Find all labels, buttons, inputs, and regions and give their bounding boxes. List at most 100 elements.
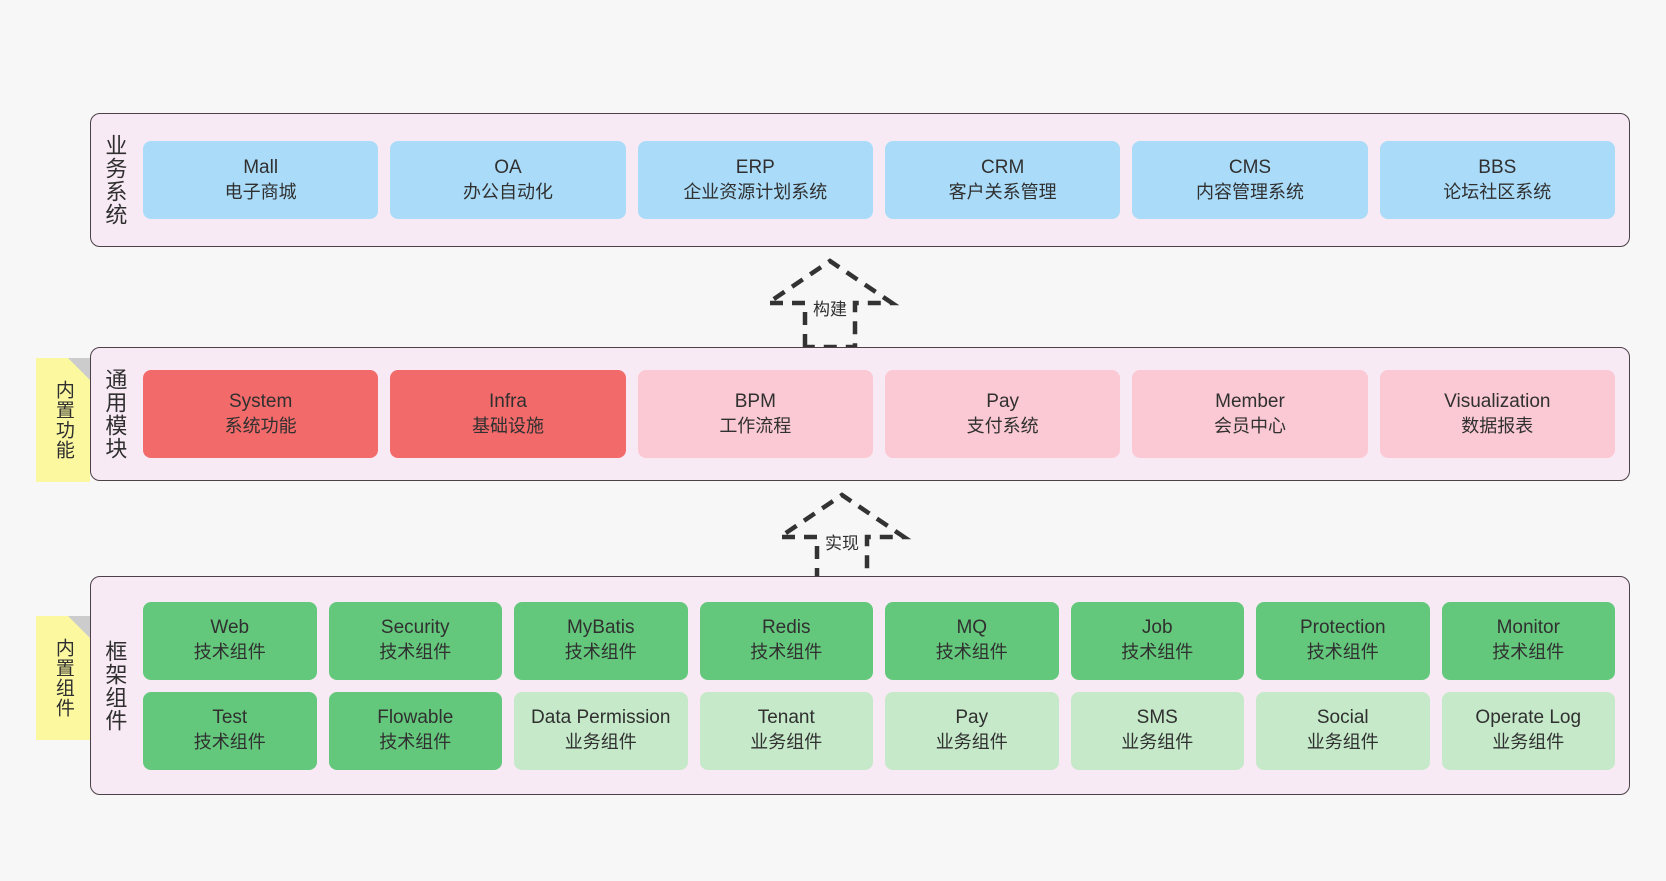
card-title-en: Job — [1141, 617, 1173, 639]
note-label: 内置组件 — [52, 638, 74, 718]
layer-common-modules: 通用模块 System 系统功能 Infra 基础设施 BPM 工作流程 Pay… — [90, 347, 1630, 481]
note-fold-icon — [68, 358, 90, 380]
card-title-cn: 业务组件 — [750, 732, 823, 753]
layer-title-framework-components: 框架组件 — [102, 639, 128, 732]
card-title-cn: 论坛社区系统 — [1443, 181, 1552, 202]
card-mall[interactable]: Mall 电子商城 — [143, 141, 379, 219]
framework-row-business: Test 技术组件 Flowable 技术组件 Data Permission … — [143, 691, 1615, 770]
card-title-cn: 业务组件 — [935, 732, 1008, 753]
card-title-en: Operate Log — [1475, 707, 1582, 729]
card-pay-component[interactable]: Pay 业务组件 — [885, 691, 1059, 770]
card-title-cn: 业务组件 — [1492, 732, 1565, 753]
card-redis[interactable]: Redis 技术组件 — [699, 601, 873, 680]
card-mybatis[interactable]: MyBatis 技术组件 — [514, 601, 688, 680]
note-builtin-components: 内置组件 — [36, 616, 90, 740]
card-web[interactable]: Web 技术组件 — [143, 601, 317, 680]
card-title-en: Visualization — [1444, 390, 1551, 412]
card-title-en: Data Permission — [531, 707, 671, 729]
card-member[interactable]: Member 会员中心 — [1132, 370, 1368, 458]
card-title-cn: 技术组件 — [935, 642, 1008, 663]
note-label: 内置功能 — [52, 380, 74, 460]
card-title-en: Infra — [488, 390, 527, 412]
card-title-en: CRM — [981, 156, 1025, 178]
card-title-cn: 内容管理系统 — [1195, 181, 1304, 202]
card-title-cn: 技术组件 — [564, 642, 637, 663]
card-title-cn: 业务组件 — [1121, 732, 1194, 753]
card-title-cn: 技术组件 — [1492, 642, 1565, 663]
card-title-cn: 办公自动化 — [462, 181, 553, 202]
card-bpm[interactable]: BPM 工作流程 — [637, 370, 873, 458]
card-title-en: Test — [212, 707, 248, 729]
card-title-en: Protection — [1299, 617, 1386, 639]
card-title-cn: 技术组件 — [379, 732, 452, 753]
card-title-cn: 基础设施 — [471, 415, 544, 436]
card-operate-log[interactable]: Operate Log 业务组件 — [1441, 691, 1615, 770]
note-builtin-features: 内置功能 — [36, 358, 90, 482]
card-crm[interactable]: CRM 客户关系管理 — [884, 141, 1121, 219]
card-pay-module[interactable]: Pay 支付系统 — [884, 370, 1121, 458]
card-cms[interactable]: CMS 内容管理系统 — [1132, 141, 1368, 219]
layer-body-common-modules: System 系统功能 Infra 基础设施 BPM 工作流程 Pay 支付系统… — [137, 348, 1629, 480]
note-fold-icon — [68, 616, 90, 638]
card-infra[interactable]: Infra 基础设施 — [390, 370, 626, 458]
card-sms[interactable]: SMS 业务组件 — [1070, 691, 1244, 770]
card-title-cn: 支付系统 — [966, 415, 1039, 436]
card-title-en: ERP — [735, 156, 775, 178]
card-title-en: System — [228, 390, 293, 412]
card-title-en: Tenant — [757, 707, 815, 729]
card-title-cn: 会员中心 — [1213, 415, 1286, 436]
card-title-en: BPM — [734, 390, 776, 412]
card-protection[interactable]: Protection 技术组件 — [1256, 601, 1430, 680]
card-title-en: BBS — [1478, 156, 1517, 178]
card-social[interactable]: Social 业务组件 — [1256, 691, 1430, 770]
connector-implement: 实现 — [762, 489, 922, 585]
card-title-cn: 技术组件 — [1121, 642, 1194, 663]
card-title-en: Pay — [986, 390, 1020, 412]
card-title-cn: 客户关系管理 — [948, 181, 1057, 202]
card-title-cn: 技术组件 — [1306, 642, 1379, 663]
card-oa[interactable]: OA 办公自动化 — [390, 141, 626, 219]
card-title-en: Pay — [955, 707, 989, 729]
connector-label-implement: 实现 — [825, 534, 859, 553]
card-monitor[interactable]: Monitor 技术组件 — [1441, 601, 1615, 680]
card-title-en: SMS — [1136, 707, 1178, 729]
card-title-en: Monitor — [1496, 617, 1560, 639]
layer-title-common-modules: 通用模块 — [102, 368, 128, 460]
connector-build: 构建 — [750, 255, 910, 351]
card-tenant[interactable]: Tenant 业务组件 — [699, 691, 873, 770]
card-title-cn: 企业资源计划系统 — [683, 181, 828, 202]
connector-label-build: 构建 — [813, 300, 847, 319]
card-title-cn: 技术组件 — [750, 642, 823, 663]
card-system[interactable]: System 系统功能 — [143, 370, 379, 458]
card-title-cn: 技术组件 — [193, 732, 266, 753]
card-title-cn: 技术组件 — [379, 642, 452, 663]
card-bbs[interactable]: BBS 论坛社区系统 — [1379, 141, 1615, 219]
layer-body-framework-components: Web 技术组件 Security 技术组件 MyBatis 技术组件 Redi… — [137, 577, 1629, 794]
card-flowable[interactable]: Flowable 技术组件 — [328, 691, 502, 770]
card-security[interactable]: Security 技术组件 — [328, 601, 502, 680]
card-title-en: Mall — [243, 156, 279, 178]
card-job[interactable]: Job 技术组件 — [1070, 601, 1244, 680]
card-title-cn: 电子商城 — [224, 181, 297, 202]
card-erp[interactable]: ERP 企业资源计划系统 — [637, 141, 873, 219]
framework-row-technical: Web 技术组件 Security 技术组件 MyBatis 技术组件 Redi… — [143, 601, 1615, 680]
card-title-cn: 技术组件 — [193, 642, 266, 663]
layer-title-business-systems: 业务系统 — [102, 134, 128, 226]
card-title-en: CMS — [1228, 156, 1272, 178]
card-title-cn: 业务组件 — [1306, 732, 1379, 753]
card-data-permission[interactable]: Data Permission 业务组件 — [514, 691, 688, 770]
card-title-cn: 业务组件 — [564, 732, 637, 753]
card-title-en: Web — [210, 617, 250, 639]
card-title-en: MQ — [956, 617, 988, 639]
card-test[interactable]: Test 技术组件 — [143, 691, 317, 770]
card-title-cn: 工作流程 — [719, 415, 792, 436]
card-title-en: OA — [494, 156, 522, 178]
card-title-en: MyBatis — [566, 617, 635, 639]
card-title-en: Flowable — [377, 707, 454, 729]
card-visualization[interactable]: Visualization 数据报表 — [1379, 370, 1615, 458]
card-mq[interactable]: MQ 技术组件 — [885, 601, 1059, 680]
card-title-en: Security — [380, 617, 450, 639]
card-title-en: Social — [1316, 707, 1369, 729]
card-title-en: Member — [1215, 390, 1285, 412]
